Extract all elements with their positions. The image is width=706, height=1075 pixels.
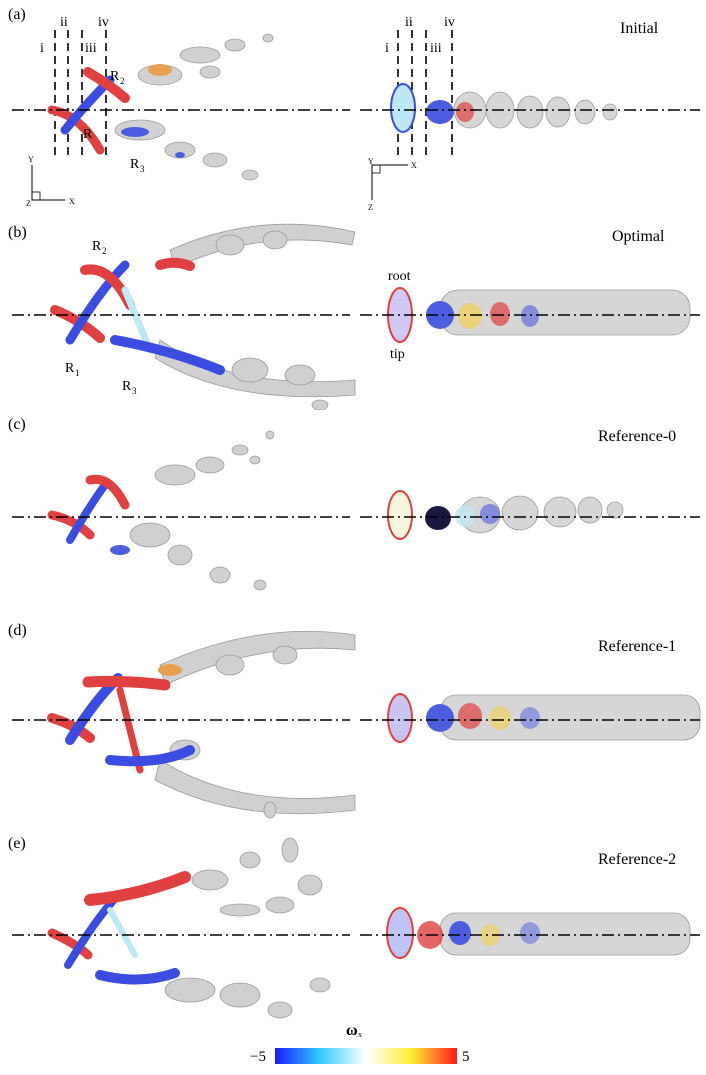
ring-label-3-sub: 3: [140, 164, 145, 174]
panel-title: Initial: [620, 20, 659, 37]
colorbar-min-label: −5: [250, 1049, 266, 1065]
axes-triad-right: Y X Z: [368, 157, 417, 210]
vortex-render: [12, 630, 701, 819]
svg-text:Z: Z: [368, 203, 373, 210]
colorbar-svg: −5 5: [250, 1048, 470, 1065]
colorbar-max-label: 5: [462, 1049, 470, 1065]
panel-label: (e): [8, 835, 26, 852]
panel-e: (e) Reference-2: [0, 825, 706, 1040]
panel-title: Optimal: [612, 228, 665, 245]
panel-a: (a) Initial: [0, 0, 706, 210]
ring-label-3: R: [122, 379, 132, 394]
colorbar-gradient: [275, 1048, 457, 1064]
svg-text:Z: Z: [26, 199, 31, 208]
ring-label: R: [83, 127, 93, 142]
panel-title: Reference-1: [598, 638, 677, 655]
ring-label-2: R: [92, 239, 102, 254]
ring-label-1-sub: 1: [75, 368, 80, 378]
ring-label-2-sub: 2: [102, 246, 107, 256]
cut-label-iii: iii: [85, 41, 97, 56]
panel-label: (a): [8, 6, 26, 23]
panel-label: (d): [8, 622, 27, 639]
svg-text:X: X: [411, 161, 417, 170]
cut-label-iv-right: iv: [444, 15, 455, 30]
panel-d: (d) Reference-1: [0, 610, 706, 825]
svg-text:Y: Y: [28, 155, 34, 164]
svg-text:Y: Y: [368, 157, 374, 166]
vortex-render: [12, 837, 700, 1019]
panel-label: (c): [8, 416, 26, 433]
cut-label-iii-right: iii: [430, 41, 442, 56]
ring-label-1: R: [65, 361, 75, 376]
cut-label-ii-right: ii: [405, 15, 413, 30]
ring-label-2: R: [110, 69, 120, 84]
tip-label: tip: [390, 347, 405, 362]
panel-title: Reference-2: [598, 851, 677, 868]
cut-label-ii: ii: [60, 15, 68, 30]
panel-label: (b): [8, 224, 27, 241]
ring-label-2-sub: 2: [120, 76, 125, 86]
svg-text:X: X: [69, 197, 75, 206]
panel-b: (b) Optimal R 2 R 1 R 3 ro: [0, 210, 706, 410]
vortex-render: R 2 R 1 R 3 root tip: [12, 223, 700, 410]
cut-label-iv: iv: [98, 15, 109, 30]
ring-label-3-sub: 3: [132, 386, 137, 396]
colorbar-symbol: ω: [346, 1022, 358, 1039]
colorbar-subscript: x: [358, 1030, 362, 1039]
panel-c: (c) Reference-0: [0, 410, 706, 610]
root-label: root: [388, 269, 411, 284]
cut-label-i-right: i: [385, 41, 389, 56]
ring-label-3: R: [130, 157, 140, 172]
panel-title: Reference-0: [598, 428, 677, 445]
vortex-render: i ii iii iv i ii iii iv R R 2 R 3 Y X Z …: [12, 15, 700, 210]
axes-triad-left: Y X Z: [26, 155, 75, 208]
vortex-render: [12, 430, 700, 591]
cut-label-i: i: [40, 41, 44, 56]
colorbar: −5 5 ω x: [250, 1022, 706, 1070]
